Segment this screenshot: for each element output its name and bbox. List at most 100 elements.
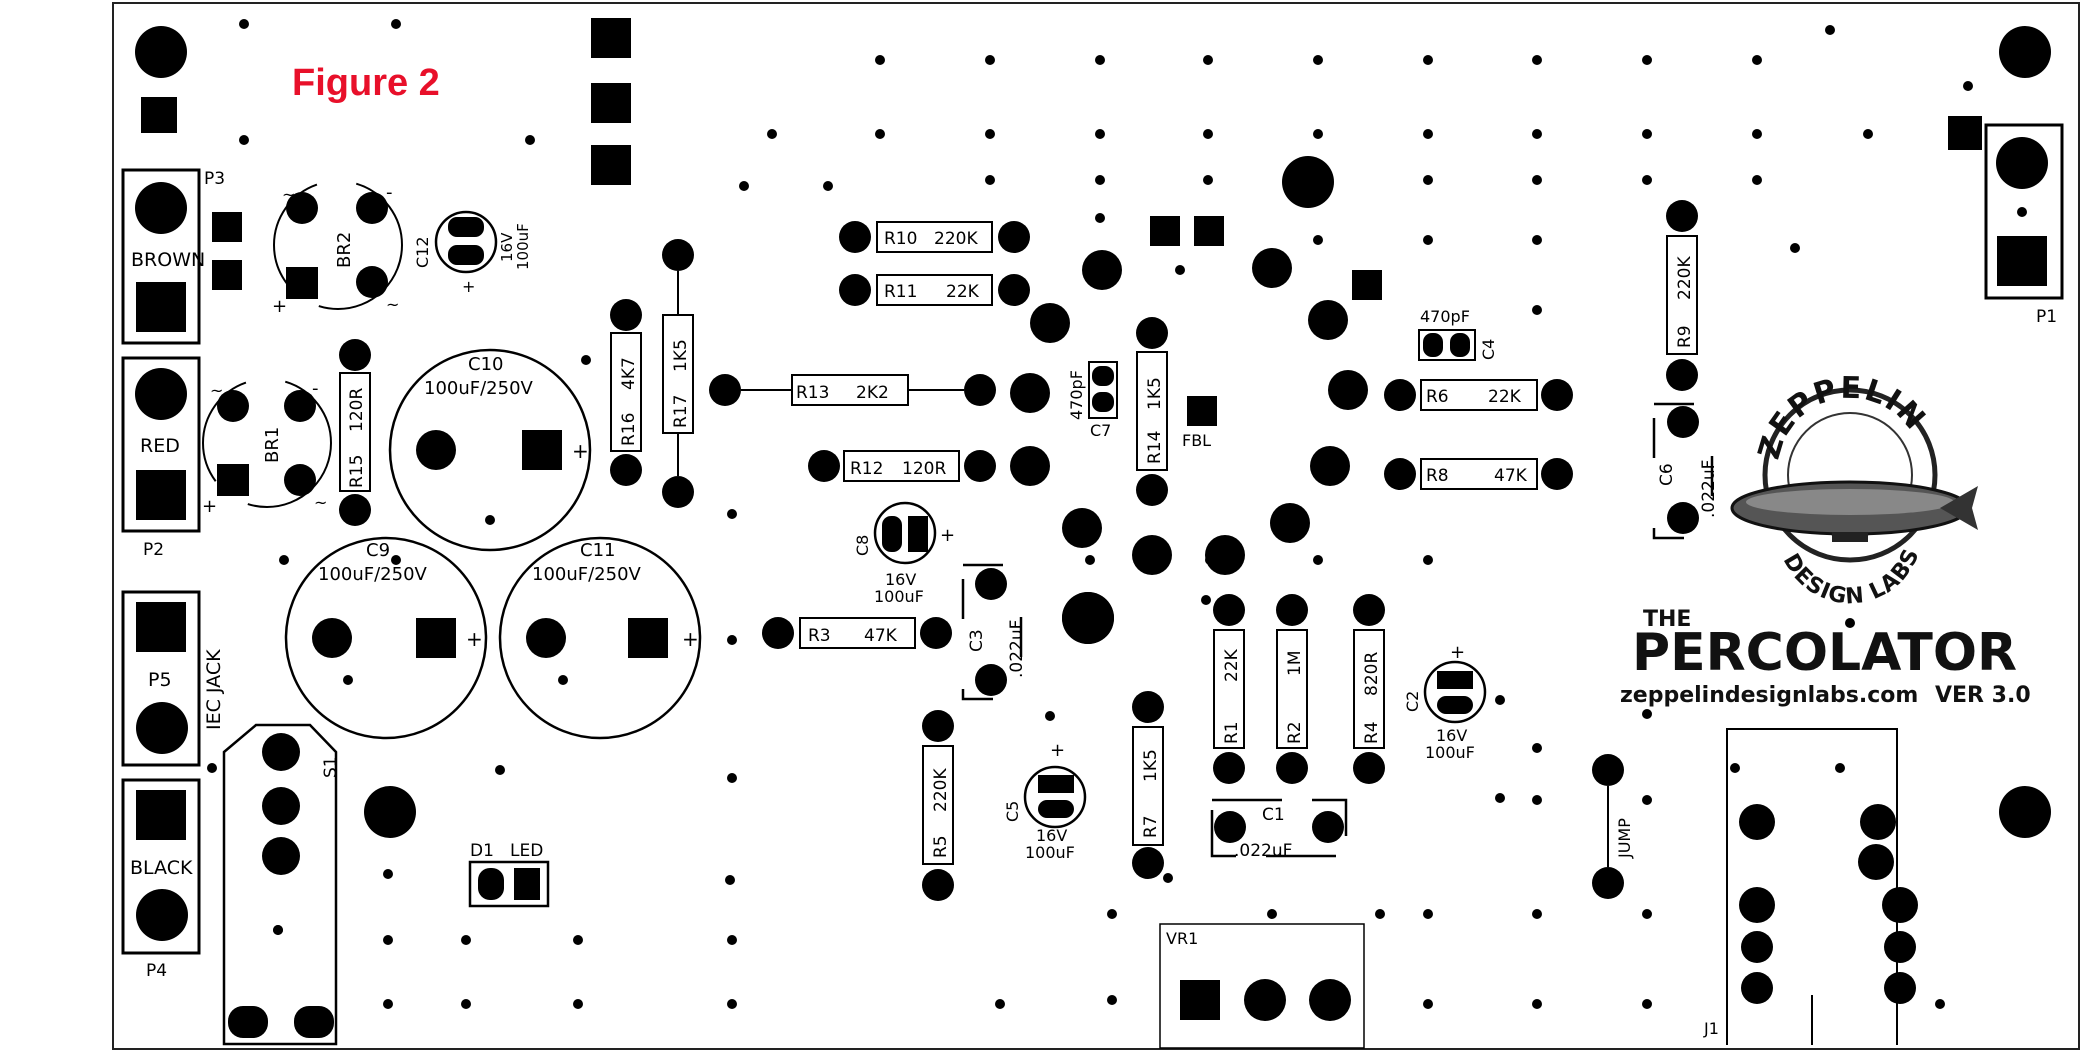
- resistor-r14: R14 1K5: [1136, 317, 1168, 506]
- via-dot: [1423, 55, 1433, 65]
- via-dot: [1642, 909, 1652, 919]
- via-dot: [573, 935, 583, 945]
- via-dot: [1095, 213, 1105, 223]
- label-p5: P5: [148, 669, 172, 691]
- via-dot: [1752, 129, 1762, 139]
- resistor-r17: R17 1K5: [662, 239, 694, 508]
- brand-the: THE: [1643, 607, 1691, 632]
- pad: [591, 83, 631, 123]
- via-dot: [1085, 555, 1095, 565]
- cap-ref: C10: [468, 354, 503, 375]
- polarity-mark: +: [272, 296, 287, 317]
- label-black: BLACK: [130, 857, 193, 879]
- via-dot: [727, 509, 737, 519]
- via-dot: [1423, 175, 1433, 185]
- pad: [212, 260, 242, 290]
- capacitor-c7: 470pF C7: [1067, 361, 1118, 440]
- resistor-ref: R8: [1426, 466, 1449, 486]
- via-dot: [1313, 235, 1323, 245]
- resistor-r11: R11 22K: [839, 274, 1030, 306]
- via-dot: [1095, 129, 1105, 139]
- connector-p2: RED P2: [121, 356, 201, 560]
- via-dot: [1423, 235, 1433, 245]
- via-dot: [239, 135, 249, 145]
- diode-ref: D1: [470, 841, 494, 861]
- via-dot: [1935, 999, 1945, 1009]
- resistor-ref: R16: [619, 413, 639, 446]
- via-dot: [1203, 175, 1213, 185]
- via-dot: [985, 55, 995, 65]
- via-dot: [1163, 873, 1173, 883]
- resistor-r2: R2 1M: [1276, 594, 1308, 784]
- label-p3: P3: [204, 169, 225, 189]
- via-dot: [495, 765, 505, 775]
- cap-value: 100uF/250V: [424, 378, 534, 399]
- via-dot: [1532, 909, 1542, 919]
- via-dot: [1095, 175, 1105, 185]
- via-dot: [1642, 175, 1652, 185]
- via-dot: [1423, 555, 1433, 565]
- via-dot: [1313, 129, 1323, 139]
- via-dot: [875, 129, 885, 139]
- via-dot: [1845, 618, 1855, 628]
- resistor-r7: R7 1K5: [1132, 691, 1164, 879]
- connector-p1: P1: [1948, 116, 2064, 327]
- label-br2: BR2: [334, 232, 355, 268]
- via-dot: [1203, 129, 1213, 139]
- resistor-ref: R6: [1426, 387, 1449, 407]
- cap-ref: C3: [967, 629, 987, 652]
- connector-p4: BLACK P4: [121, 778, 201, 981]
- label-c12: C12: [413, 236, 432, 268]
- via-dot: [1642, 55, 1652, 65]
- via-dot: [1532, 129, 1542, 139]
- resistor-value: 220K: [934, 229, 978, 249]
- ferrite-fbl: FBL: [1182, 396, 1217, 450]
- pad: [1150, 216, 1180, 246]
- via-dot: [391, 19, 401, 29]
- resistor-r5: R5 220K: [922, 710, 954, 901]
- resistor-r4: R4 820R: [1353, 594, 1385, 784]
- cap-value: 100uF: [514, 223, 532, 270]
- resistor-r8: R8 47K: [1384, 458, 1573, 490]
- capacitor-c9: C9 100uF/250V +: [284, 536, 488, 740]
- led-d1: D1 LED: [468, 841, 550, 908]
- resistor-ref: R9: [1675, 325, 1695, 348]
- via-dot: [1107, 909, 1117, 919]
- resistor-value: 120R: [347, 388, 367, 432]
- via-dot: [727, 935, 737, 945]
- resistor-value: 1M: [1285, 651, 1305, 676]
- resistor-ref: R11: [884, 282, 917, 302]
- via-dot: [1313, 555, 1323, 565]
- switch-s1: S1: [222, 723, 341, 1046]
- cap-value: .022uF: [1007, 620, 1027, 678]
- via-dot: [1095, 55, 1105, 65]
- via-dot: [461, 935, 471, 945]
- cap-ref: C2: [1403, 691, 1422, 712]
- polarity-mark: +: [202, 496, 217, 517]
- resistor-ref: R5: [931, 835, 951, 858]
- resistor-ref: R7: [1141, 815, 1161, 838]
- via-dot: [1532, 235, 1542, 245]
- resistor-value: 220K: [1675, 256, 1695, 300]
- cap-ref: C8: [853, 535, 872, 556]
- via-dot: [1201, 595, 1211, 605]
- resistor-r1: R1 22K: [1213, 594, 1245, 784]
- via-dot: [875, 55, 885, 65]
- resistor-ref: R4: [1362, 721, 1382, 744]
- brand-product: PERCOLATOR: [1632, 623, 2017, 683]
- resistor-r9: R9 220K: [1666, 200, 1698, 391]
- resistor-value: 220K: [931, 768, 951, 812]
- pad: [212, 212, 242, 242]
- resistor-r3: R3 47K: [762, 617, 952, 649]
- capacitor-c12: C12 16V 100uF +: [413, 210, 532, 296]
- cap-ref: C5: [1003, 801, 1022, 822]
- cap-value: 470pF: [1067, 370, 1086, 420]
- label-jump: JUMP: [1615, 818, 1634, 859]
- via-dot: [207, 763, 217, 773]
- polarity-mark: ~: [210, 381, 223, 400]
- resistor-value: 2K2: [856, 383, 889, 403]
- capacitor-c2: C2 + 16V 100uF: [1403, 642, 1487, 762]
- cap-ref: C4: [1479, 339, 1498, 360]
- label-brown: BROWN: [131, 249, 205, 271]
- resistor-value: 1K5: [671, 339, 691, 372]
